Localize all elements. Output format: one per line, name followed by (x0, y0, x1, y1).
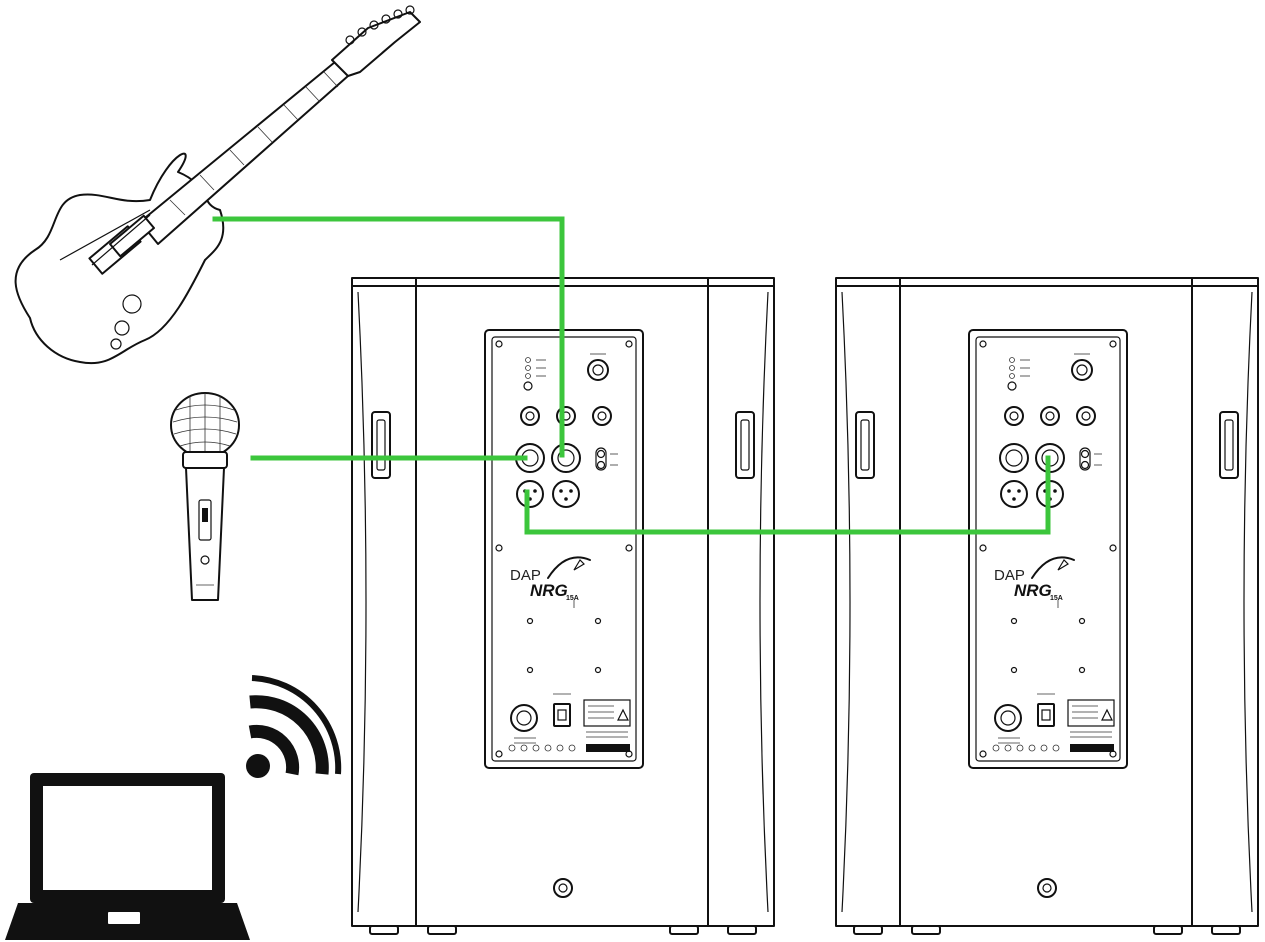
link-cable (524, 455, 1051, 535)
speaker-2-model-suffix: 15A (1050, 595, 1063, 602)
speaker-cabinet-1: DAP NRG 15A (351, 277, 775, 935)
laptop-icon (5, 773, 250, 940)
speaker-cabinet-icon (835, 277, 1259, 935)
speaker-2-brand: DAP (994, 567, 1025, 584)
microphone-icon (170, 392, 240, 601)
speaker-1-brand: DAP (510, 567, 541, 584)
guitar-cable (212, 216, 565, 458)
speaker-1-model-suffix: 15A (566, 595, 579, 602)
speaker-cabinet-2: DAP NRG 15A (835, 277, 1259, 935)
electric-guitar-icon (14, 5, 421, 365)
speaker-2-model: NRG (1014, 581, 1052, 600)
speaker-1-model: NRG (530, 581, 568, 600)
wifi-icon (246, 675, 342, 778)
cables (212, 216, 1051, 535)
